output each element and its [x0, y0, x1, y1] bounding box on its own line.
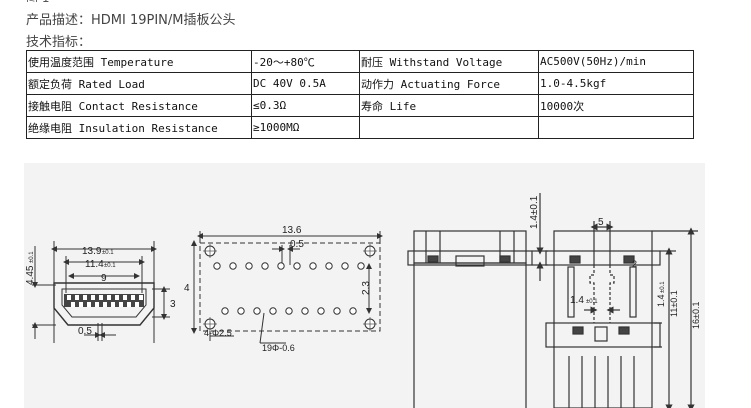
side-dim-inner: 11±0.1 [669, 290, 679, 317]
front-contact-pins [67, 295, 143, 307]
side-view [532, 193, 698, 408]
contact-pin [131, 295, 135, 300]
pcb-mount-hole-label: 4-Φ2.5 [204, 328, 232, 338]
spec-value: -20～+80℃ [251, 50, 360, 73]
spec-label: 动作力 Actuating Force [359, 72, 539, 95]
pin-hole [301, 307, 309, 315]
spec-label: 耐压 Withstand Voltage [359, 50, 539, 73]
tech-specs-heading: 技术指标： [26, 35, 92, 50]
contact-pin [79, 302, 83, 307]
pcb-dim-height: 4 [184, 283, 190, 294]
contact-pin [71, 302, 75, 307]
product-description: 产品描述：HDMI 19PIN/M插板公头 [26, 13, 236, 28]
contact-pin [115, 295, 119, 300]
table-row: 绝缘电阻 Insulation Resistance ≥1000MΩ [26, 116, 694, 139]
contact-pin [91, 295, 95, 300]
pin-hole [229, 262, 237, 270]
spec-label: 绝缘电阻 Insulation Resistance [26, 116, 252, 139]
contact-pin [99, 295, 103, 300]
dim-height: 4.45 [25, 265, 36, 285]
pin-hole [293, 262, 301, 270]
contact-pin [111, 302, 115, 307]
pin-hole [317, 307, 325, 315]
side-dim-lower: 1.4 [570, 295, 584, 306]
spec-value: ≥1000MΩ [251, 116, 360, 139]
dim-height-tol: ±0.1 [29, 251, 35, 263]
contact-pin [119, 302, 123, 307]
contact-pin [139, 295, 143, 300]
pcb-holes [203, 244, 377, 331]
pin-hole [357, 262, 365, 270]
side-dim-ref: 2 [632, 259, 637, 269]
spec-value [538, 116, 694, 139]
top-view [407, 230, 533, 408]
spec-value: 1.0-4.5kgf [538, 72, 694, 95]
pcb-dim-pitch: 0.5 [290, 239, 304, 250]
pcb-dim-width: 13.6 [282, 225, 302, 236]
side-dim-top: 1.4±0.1 [529, 195, 540, 229]
pin-hole [349, 307, 357, 315]
contact-pin [135, 302, 139, 307]
spec-label: 寿命 Life [359, 94, 539, 117]
dim-overall-width-tol: ±0.1 [102, 250, 114, 256]
drawing-svg: 13.9 ±0.1 11.4 ±0.1 9 4.45 ±0.1 3 0.5 13… [25, 193, 701, 408]
spec-value: AC500V(50Hz)/min [538, 50, 694, 73]
pin-hole [245, 262, 253, 270]
dim-overall-width: 13.9 [82, 246, 102, 257]
spec-value: 10000次 [538, 94, 694, 117]
dim-inner-width: 11.4 [85, 259, 104, 270]
spec-label: 使用温度范围 Temperature [26, 50, 252, 73]
pin-hole [213, 262, 221, 270]
contact-pin [107, 295, 111, 300]
pin-hole [221, 307, 229, 315]
pin-hole [253, 307, 261, 315]
dim-pitch: 0.5 [78, 326, 92, 337]
pin-hole [341, 262, 349, 270]
pin-hole [325, 262, 333, 270]
technical-drawing: 13.9 ±0.1 11.4 ±0.1 9 4.45 ±0.1 3 0.5 13… [24, 163, 705, 408]
pin-hole [237, 307, 245, 315]
dim-inner-width-tol: ±0.1 [104, 263, 116, 269]
dim-contact-span: 9 [101, 273, 107, 284]
dim-inner-height: 3 [170, 299, 176, 310]
side-dim-slot: 5 [598, 217, 604, 228]
pcb-pin-hole-label: 19Φ-0.6 [262, 343, 295, 353]
contact-pin [103, 302, 107, 307]
pin-hole [269, 307, 277, 315]
side-dim-lower-tol: ±0.1 [586, 299, 598, 305]
spec-label: 额定负荷 Rated Load [26, 72, 252, 95]
side-dim-step: 1.4 [656, 294, 666, 307]
contact-pin [123, 295, 127, 300]
pin-hole [277, 262, 285, 270]
pcb-dim-row-spacing: 2.3 [361, 281, 372, 295]
pin-hole [309, 262, 317, 270]
spec-label [359, 116, 539, 139]
contact-pin [95, 302, 99, 307]
contact-pin [67, 295, 71, 300]
table-row: 接触电阻 Contact Resistance ≤0.3Ω 寿命 Life 10… [26, 94, 694, 117]
contact-pin [127, 302, 131, 307]
truncated-caption: 图 1 [26, 0, 49, 2]
pin-hole [285, 307, 293, 315]
contact-pin [83, 295, 87, 300]
table-row: 额定负荷 Rated Load DC 40V 0.5A 动作力 Actuatin… [26, 72, 694, 95]
contact-pin [75, 295, 79, 300]
spec-label: 接触电阻 Contact Resistance [26, 94, 252, 117]
table-row: 使用温度范围 Temperature -20～+80℃ 耐压 Withstand… [26, 50, 694, 73]
spec-value: DC 40V 0.5A [251, 72, 360, 95]
contact-pin [87, 302, 91, 307]
side-dim-step-tol: ±0.1 [660, 281, 666, 293]
pin-hole [333, 307, 341, 315]
pcb-layout-view [191, 231, 383, 344]
spec-table: 使用温度范围 Temperature -20～+80℃ 耐压 Withstand… [26, 50, 694, 139]
spec-value: ≤0.3Ω [251, 94, 360, 117]
pin-hole [261, 262, 269, 270]
side-dim-overall: 16±0.1 [691, 302, 701, 329]
